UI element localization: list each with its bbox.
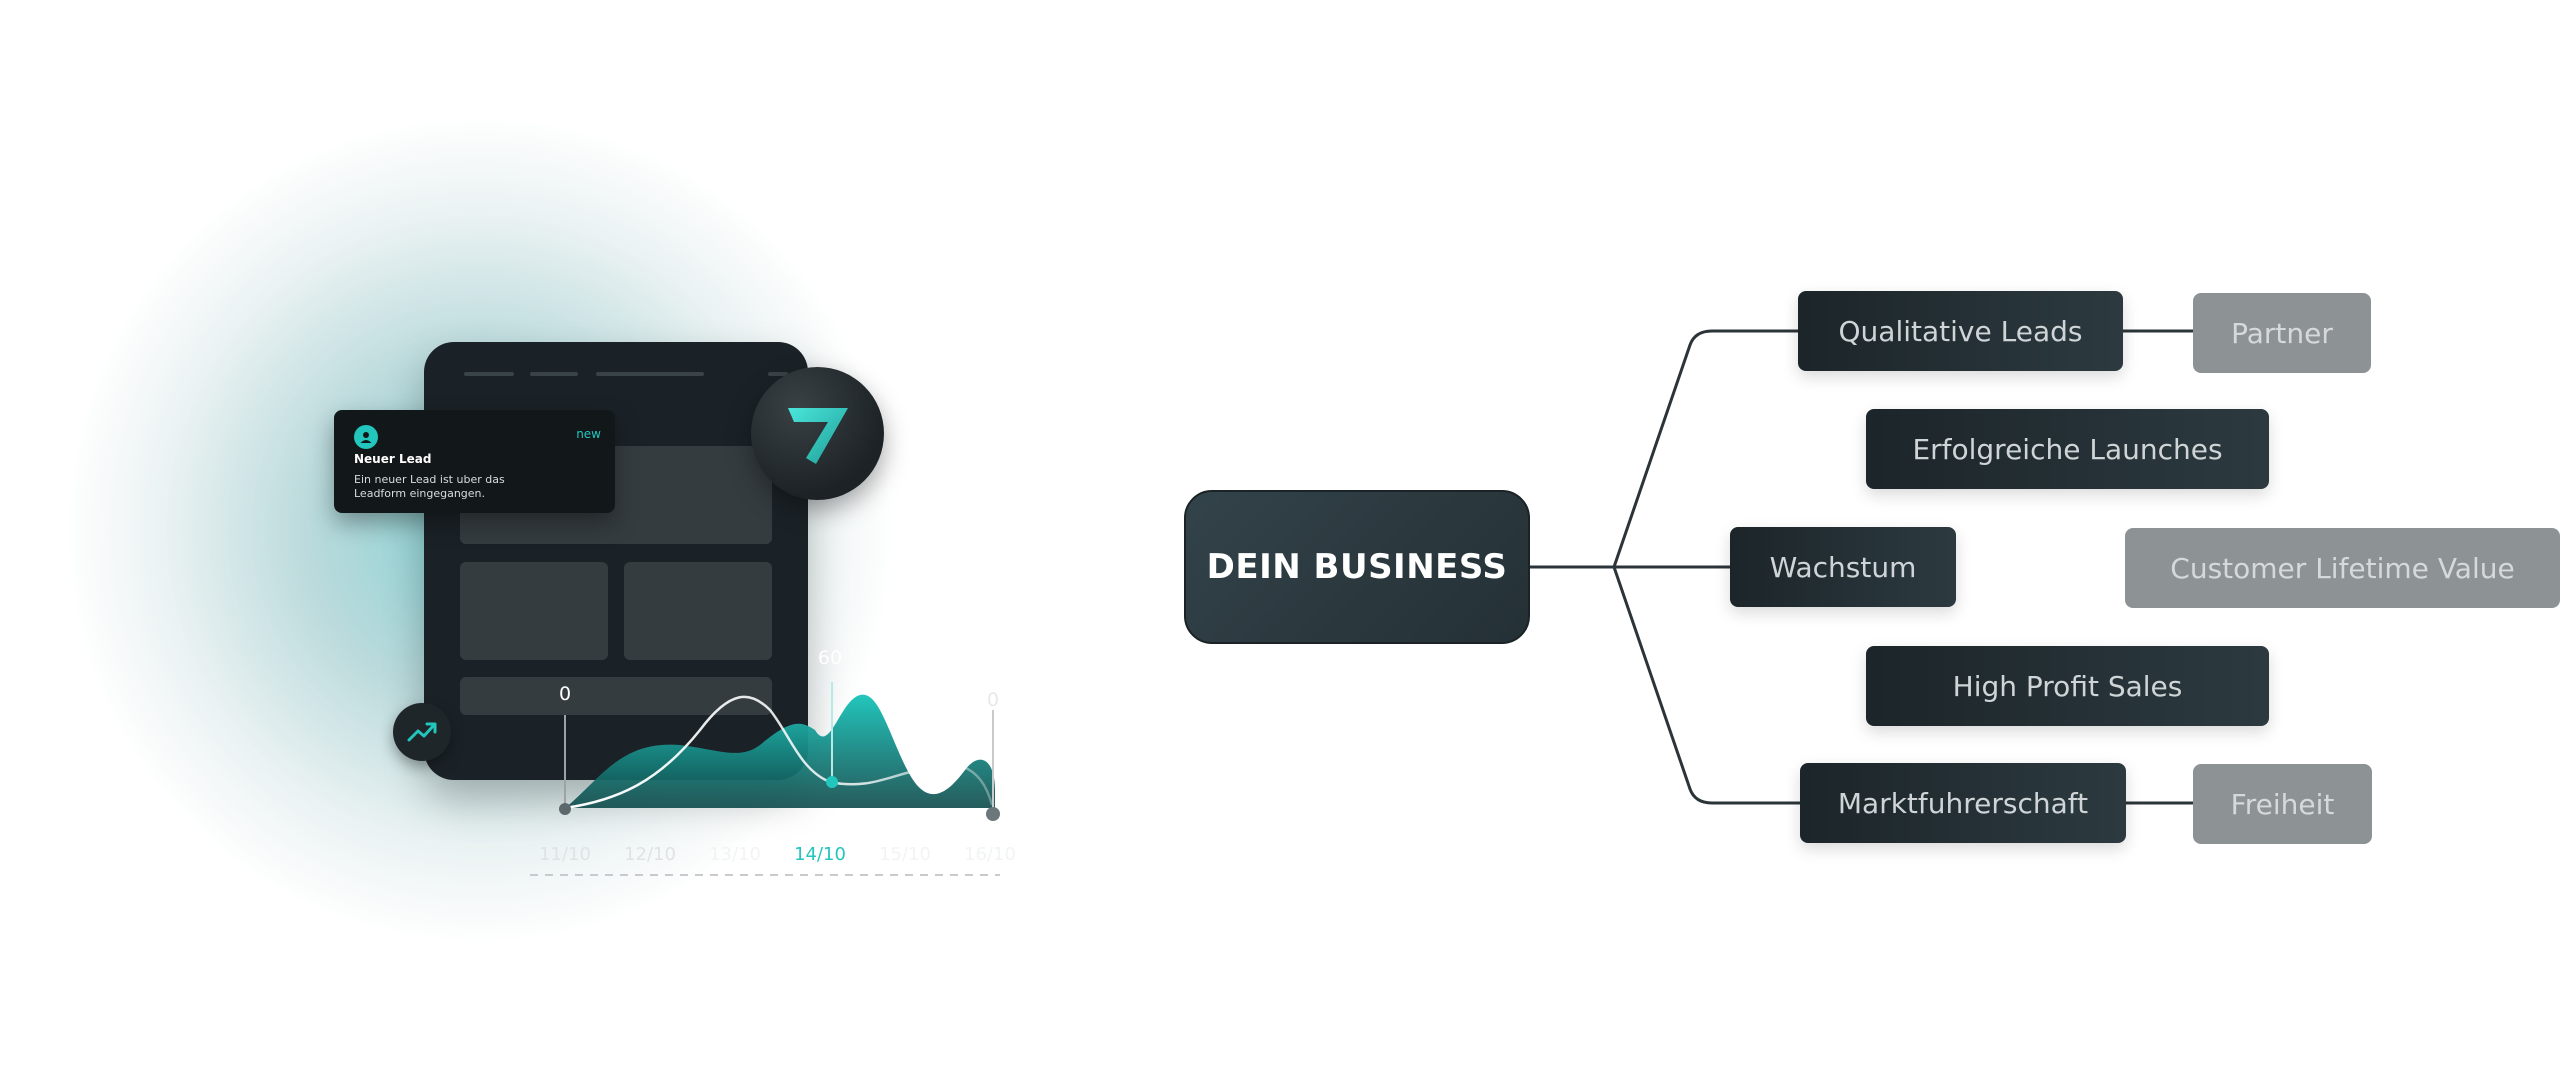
chart-point-start [559,803,571,815]
connector-branch-top [1612,329,1798,568]
notification-message: Ein neuer Lead ist uber das Leadform ein… [354,473,505,500]
branch-node-3: Wachstum [1730,527,1956,607]
value-label: 0 [987,689,999,711]
device-panel-left [460,562,608,660]
x-tick-label: 11/10 [539,844,591,865]
notification-badge: new [576,427,601,441]
x-tick-label: 15/10 [879,844,931,865]
x-tick-label: 12/10 [624,844,676,865]
value-label: 60 [818,647,842,669]
child-node-1: Partner [2193,293,2371,373]
child-node-5: Freiheit [2193,764,2372,844]
chart-point-end [986,807,1000,821]
connector-branch-bottom [1612,566,1800,805]
seven-logo-icon [787,407,848,464]
device-nav-bar [530,372,578,376]
chart-point-peak [826,776,838,788]
brand-logo [751,367,884,500]
center-node: DEIN BUSINESS [1184,490,1530,644]
branch-node-2: Erfolgreiche Launches [1866,409,2269,489]
x-tick-label: 14/10 [794,844,846,865]
user-icon [354,425,378,449]
x-tick-label: 13/10 [709,844,761,865]
device-nav-bar [596,372,704,376]
trend-badge [393,703,451,761]
lead-notification[interactable]: new Neuer Lead Ein neuer Lead ist uber d… [334,410,615,513]
device-panel-right [624,562,772,660]
child-node-3: Customer Lifetime Value [2125,528,2560,608]
branch-node-1: Qualitative Leads [1798,291,2123,371]
branch-node-5: Marktfuhrerschaft [1800,763,2126,843]
notification-title: Neuer Lead [354,452,432,466]
chart-line-series [564,695,994,810]
device-nav-bar [464,372,514,376]
x-tick-label: 16/10 [964,844,1016,865]
chart-area-series [565,694,995,808]
device-nav-bar [768,372,788,376]
value-label: 0 [559,683,571,705]
trending-up-icon [407,722,437,742]
branch-node-4: High Profit Sales [1866,646,2269,726]
